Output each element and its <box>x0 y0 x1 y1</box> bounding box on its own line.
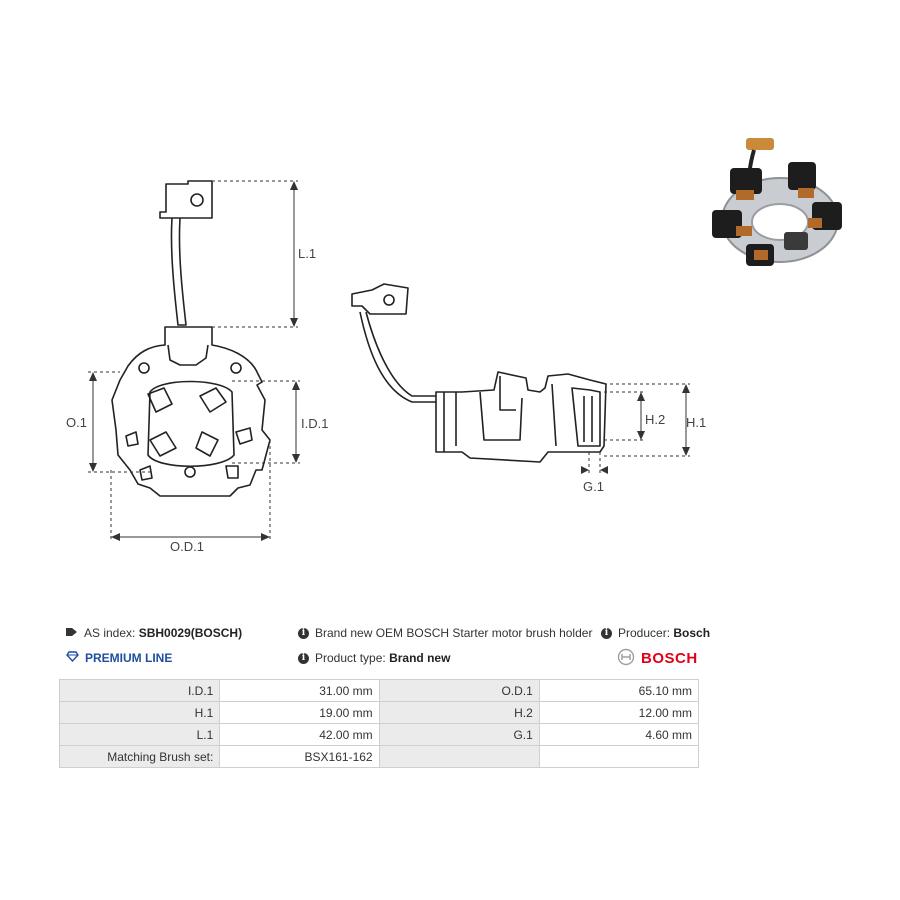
spec-value: 12.00 mm <box>538 701 700 724</box>
product-type-value: Brand new <box>389 651 451 665</box>
dim-label-h2: H.2 <box>645 412 665 427</box>
info-row-1: AS index: SBH0029(BOSCH) i Brand new OEM… <box>60 623 710 643</box>
spec-value <box>538 745 700 768</box>
spec-value: BSX161-162 <box>219 745 380 768</box>
terminal-lug <box>159 180 213 219</box>
bosch-logo-icon <box>617 648 635 669</box>
as-index-value: SBH0029(BOSCH) <box>138 626 243 640</box>
lead-wire <box>170 217 187 326</box>
spec-value: 31.00 mm <box>219 679 380 702</box>
info-row-2: PREMIUM LINE i Product type: Brand new B… <box>60 648 700 668</box>
as-index-label: AS index: <box>84 626 136 640</box>
producer-value: Bosch <box>673 626 711 640</box>
spec-label: L.1 <box>58 723 221 746</box>
table-row: L.1 42.00 mm G.1 4.60 mm <box>58 723 700 746</box>
dim-label-id1: I.D.1 <box>301 416 328 431</box>
terminal-lug-side <box>351 283 409 315</box>
holder-side-view <box>435 371 607 463</box>
table-row: Matching Brush set: BSX161-162 <box>58 745 700 768</box>
premium-line-badge: PREMIUM LINE <box>85 651 173 665</box>
spec-label: O.D.1 <box>378 679 540 702</box>
info-icon: i <box>298 627 309 639</box>
info-icon: i <box>298 652 309 664</box>
tag-icon <box>66 626 78 640</box>
spec-label: H.1 <box>58 701 221 724</box>
dim-label-od1: O.D.1 <box>170 539 204 554</box>
dim-label-l1: L.1 <box>298 246 316 261</box>
info-icon: i <box>601 627 612 639</box>
spec-table: I.D.1 31.00 mm O.D.1 65.10 mm H.1 19.00 … <box>58 679 700 768</box>
producer-label: Producer: <box>618 626 671 640</box>
product-description: Brand new OEM BOSCH Starter motor brush … <box>315 626 593 640</box>
spec-value: 4.60 mm <box>538 723 700 746</box>
diamond-icon <box>66 651 79 665</box>
table-row: H.1 19.00 mm H.2 12.00 mm <box>58 701 700 724</box>
product-type-label: Product type: <box>315 651 386 665</box>
dim-label-h1: H.1 <box>686 415 706 430</box>
spec-value: 19.00 mm <box>219 701 380 724</box>
spec-label: I.D.1 <box>58 679 221 702</box>
spec-label <box>378 745 540 768</box>
table-row: I.D.1 31.00 mm O.D.1 65.10 mm <box>58 679 700 702</box>
product-photo <box>712 138 842 266</box>
dim-label-o1: O.1 <box>66 415 87 430</box>
spec-value: 42.00 mm <box>219 723 380 746</box>
technical-drawing: L.1 O.1 I.D.1 O.D.1 H.2 H.1 G.1 <box>66 180 706 554</box>
dim-label-g1: G.1 <box>583 479 604 494</box>
spec-value: 65.10 mm <box>538 679 700 702</box>
brand-wordmark: BOSCH <box>641 649 698 667</box>
spec-label: G.1 <box>378 723 540 746</box>
holder-front-view <box>111 326 271 497</box>
spec-label: Matching Brush set: <box>58 745 221 768</box>
spec-label: H.2 <box>378 701 540 724</box>
